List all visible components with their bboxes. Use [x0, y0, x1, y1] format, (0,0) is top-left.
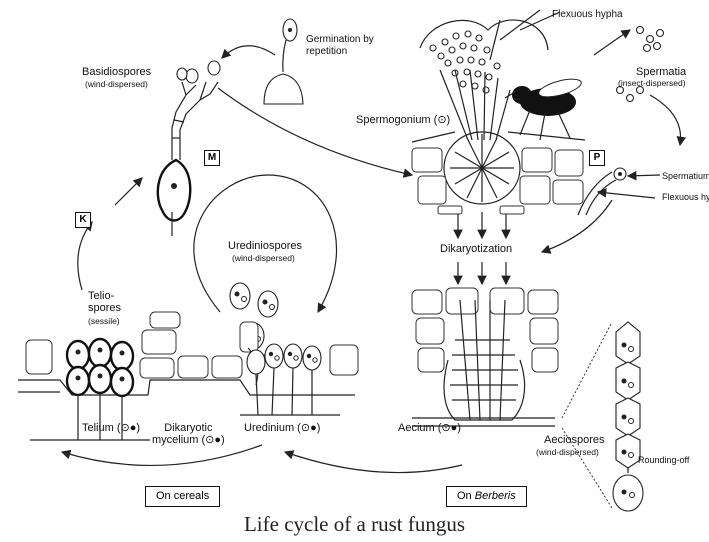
- arrow-aecium-to-uredinium: [285, 452, 462, 473]
- spermogonium-label: Spermogonium (⊙): [356, 114, 450, 126]
- arrow-germination-to-basidiospores: [222, 46, 275, 58]
- aeciospore-chain-drawing: [562, 322, 643, 511]
- germination-label: Germination by repetition: [306, 34, 398, 58]
- stage-m-box: M: [204, 150, 220, 166]
- aecium-label: Aecium (⊙●): [398, 422, 461, 434]
- host-berberis-box: On Berberis: [446, 486, 527, 507]
- insect-drawing: [505, 76, 583, 140]
- spermatia-drawing: [617, 27, 664, 102]
- aecium-drawing: [412, 288, 558, 426]
- aeciospores-sublabel: (wind-dispersed): [536, 447, 599, 457]
- basidiospores-sublabel: (wind-dispersed): [85, 79, 148, 89]
- telium-label: Telium (⊙●): [82, 422, 140, 434]
- rounding-off-label: Rounding-off: [638, 454, 689, 466]
- arrow-uredinium-to-telium: [62, 445, 262, 465]
- dikaryotization-label: Dikaryotization: [440, 243, 512, 255]
- spermatia-sublabel: (insect-dispersed): [618, 78, 686, 88]
- urediniospores-label: Urediniospores: [228, 240, 302, 252]
- urediniospores-sublabel: (wind-dispersed): [232, 253, 295, 263]
- basidiospores-label: Basidiospores: [82, 66, 151, 78]
- teliospores-sublabel: (sessile): [88, 316, 120, 326]
- host-berberis-name: Berberis: [475, 490, 516, 502]
- spermatium-label: Spermatium: [662, 170, 709, 182]
- aeciospores-label: Aeciospores: [544, 434, 605, 446]
- stage-k-box: K: [75, 212, 91, 228]
- germinating-basidiospore: [264, 19, 303, 104]
- flexuous-hypha-p-label: Flexuous hypha: [614, 191, 678, 203]
- arrow-basidiospores-to-spermogonium: [218, 88, 412, 175]
- flexuous-hypha-top-label: Flexuous hypha: [552, 9, 623, 21]
- figure-caption: Life cycle of a rust fungus: [0, 512, 709, 537]
- arrow-spermatia-to-p: [650, 95, 681, 145]
- basidium-drawing: [158, 61, 220, 236]
- spermatia-label: Spermatia: [636, 66, 686, 78]
- arrow-spermogonium-to-spermatia: [594, 30, 630, 55]
- arrow-p-to-dikaryotization: [542, 200, 612, 252]
- arrow-k-to-meiosis: [115, 178, 142, 205]
- dikaryotic-mycelium-label: Dikaryotic mycelium (⊙●): [152, 422, 225, 446]
- arrow-teliospores-to-k: [78, 222, 92, 290]
- host-berberis-prefix: On: [457, 490, 475, 502]
- host-cereals-box: On cereals: [145, 486, 220, 507]
- stage-p-box: P: [589, 150, 605, 166]
- uredinium-label: Uredinium (⊙●): [244, 422, 320, 434]
- flexuous-hypha-p-text: Flexuous hypha: [662, 192, 709, 202]
- teliospores-label: Telio- spores: [88, 290, 121, 314]
- uredinium-drawing: [240, 344, 340, 415]
